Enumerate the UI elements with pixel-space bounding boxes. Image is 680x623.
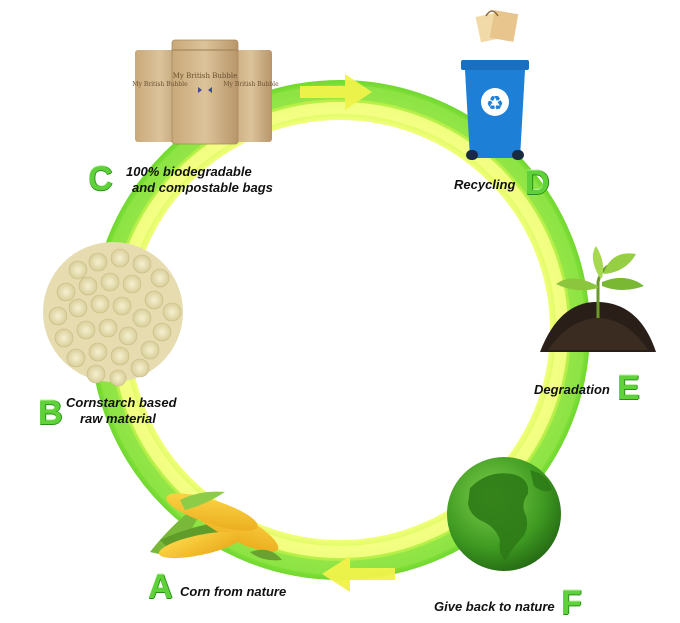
stage-d-letter: D	[525, 164, 550, 202]
stage-a-label: Corn from nature	[180, 584, 287, 599]
stage-f-letter: F	[561, 584, 582, 622]
stage-b-label-line1: Cornstarch based	[66, 395, 177, 410]
recycling-bin-icon: ♻	[461, 60, 529, 160]
paper-bags-icon	[475, 10, 519, 43]
stage-b-label-line2: raw material	[80, 411, 156, 426]
svg-text:My British Bubble: My British Bubble	[173, 72, 237, 80]
stage-b-letter: B	[38, 394, 63, 432]
stage-e-letter: E	[617, 369, 640, 407]
svg-text:My British Bubble: My British Bubble	[132, 81, 188, 88]
svg-text:♻: ♻	[486, 91, 504, 115]
sprout-in-soil-icon	[540, 246, 656, 352]
kraft-bags-icon: My British Bubble My British Bubble My B…	[132, 39, 279, 145]
cornstarch-pellets-icon	[43, 242, 183, 387]
globe-icon	[447, 457, 561, 571]
stage-c-label-line1: 100% biodegradable	[126, 164, 252, 179]
stage-c-letter: C	[88, 160, 113, 198]
stage-c-label-line2: and compostable bags	[132, 180, 273, 195]
svg-text:My British Bubble: My British Bubble	[223, 81, 279, 88]
corn-icon	[150, 491, 282, 561]
top-arrow-icon	[300, 74, 372, 110]
stage-e-label: Degradation	[534, 382, 610, 397]
bottom-arrow-icon	[322, 556, 395, 592]
stage-f-label: Give back to nature	[434, 599, 555, 614]
stage-a-letter: A	[148, 568, 173, 606]
stage-d-label: Recycling	[454, 177, 516, 192]
